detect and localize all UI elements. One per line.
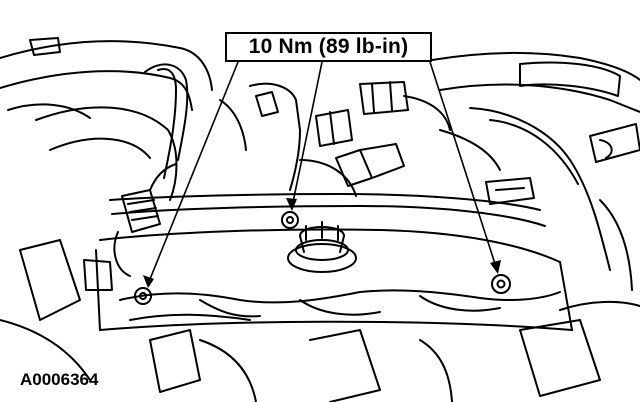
spark-plug-boot [113, 163, 177, 277]
bolt-right [491, 274, 511, 294]
fuel-line-fittings [219, 81, 451, 197]
leader-arrow-center [291, 61, 323, 208]
figure-id-label: A0006364 [20, 370, 99, 389]
cylinder-head-outline [95, 193, 573, 331]
hoses-top-left [0, 37, 213, 201]
engine-block-lower [0, 199, 640, 402]
torque-callout-label: 10 Nm (89 lb-in) [225, 32, 432, 62]
leader-arrow-right [429, 61, 498, 271]
leader-arrow-left [147, 61, 239, 285]
bolt-center [281, 211, 299, 229]
oil-filler-cap [287, 221, 357, 273]
hoses-top-right [431, 51, 640, 271]
torque-leader-arrows [143, 61, 501, 288]
bolt-left [134, 287, 152, 305]
